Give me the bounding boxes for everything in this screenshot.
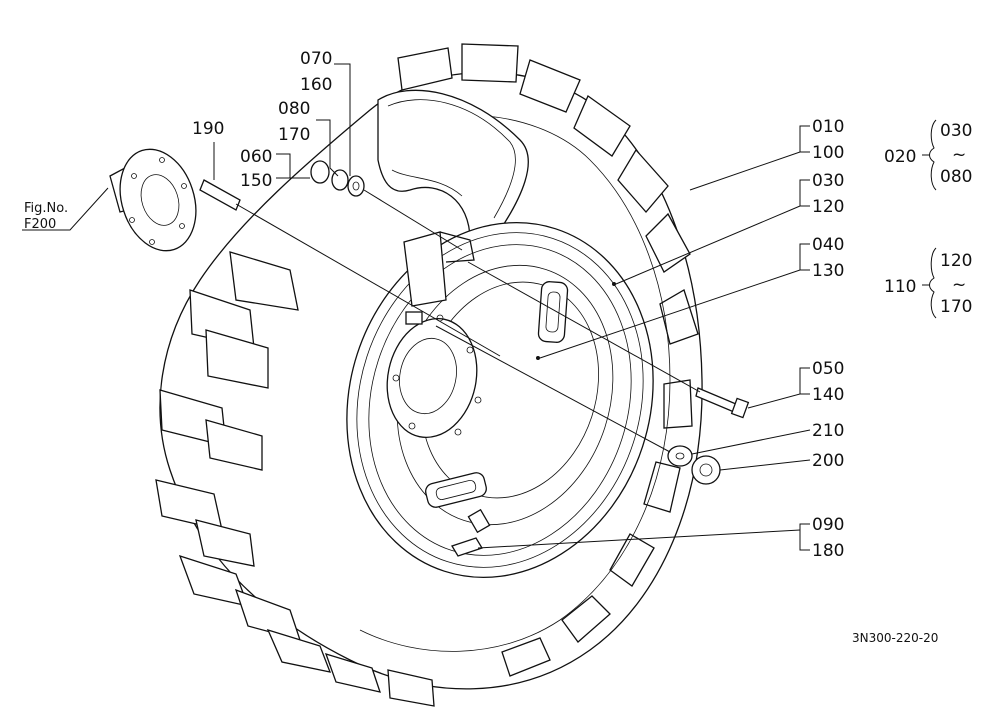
callout-120: 120: [812, 197, 844, 217]
callout-160: 160: [300, 75, 332, 95]
callout-200: 200: [812, 451, 844, 471]
tube-section-drawing: [377, 89, 529, 241]
callout-190: 190: [192, 119, 224, 139]
group-020-label: 020: [884, 147, 916, 167]
callout-060: 060: [240, 147, 272, 167]
callout-040: 040: [812, 235, 844, 255]
callout-labels: Fig.No. F200 190 070 160 080 170 060 150…: [24, 49, 972, 645]
group-020-sep: ~: [952, 145, 966, 165]
hub-flange-drawing: [109, 148, 241, 252]
callout-180: 180: [812, 541, 844, 561]
group-110-to: 170: [940, 297, 972, 317]
group-110-label: 110: [884, 277, 916, 297]
nut-060: [310, 160, 330, 184]
fig-ref-line2: F200: [24, 217, 56, 232]
group-020-from: 030: [940, 121, 972, 141]
leader-lines: [22, 63, 937, 551]
callout-030: 030: [812, 171, 844, 191]
group-110-sep: ~: [952, 275, 966, 295]
callout-100: 100: [812, 143, 844, 163]
callout-070: 070: [300, 49, 332, 69]
callout-080: 080: [278, 99, 310, 119]
callout-090: 090: [812, 515, 844, 535]
group-110-from: 120: [940, 251, 972, 271]
callout-130: 130: [812, 261, 844, 281]
wheel-rim-drawing: [346, 221, 654, 579]
washer-070: [347, 175, 365, 197]
callout-010: 010: [812, 117, 844, 137]
callout-140: 140: [812, 385, 844, 405]
lock-washer-080: [331, 169, 349, 191]
callout-210: 210: [812, 421, 844, 441]
callout-050: 050: [812, 359, 844, 379]
group-020-to: 080: [940, 167, 972, 187]
small-parts-drawing: [310, 160, 750, 485]
drawing-number: 3N300-220-20: [852, 631, 938, 645]
callout-170: 170: [278, 125, 310, 145]
callout-150: 150: [240, 171, 272, 191]
fig-ref-line1: Fig.No.: [24, 201, 68, 216]
